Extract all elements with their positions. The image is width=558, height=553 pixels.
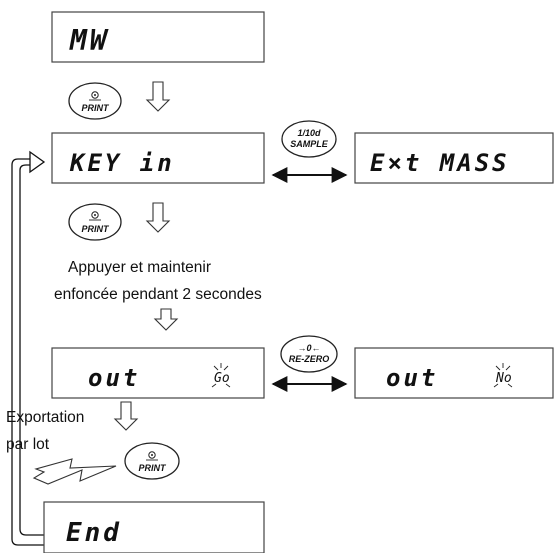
display-out-no: out No: [354, 347, 554, 399]
display-out-go: out Go: [51, 347, 265, 399]
loop-back-arrow: [11, 150, 46, 546]
display-mw-text: MW: [69, 24, 110, 57]
display-out-go-sub: Go: [214, 371, 230, 386]
display-key-in: KEY in: [51, 132, 265, 184]
blink-marks-go: [211, 363, 231, 388]
print-key-1[interactable]: PRINT: [68, 82, 122, 120]
print-key-3[interactable]: PRINT: [124, 442, 180, 480]
display-mw: MW: [51, 11, 265, 63]
print-key-1-label: PRINT: [82, 103, 111, 113]
zigzag-arrow: [32, 458, 117, 485]
display-ext-mass-text: E×t MASS: [370, 149, 510, 177]
sample-key-line1: 1/10d: [297, 128, 321, 138]
display-out-no-sub: No: [495, 371, 512, 386]
rezero-key[interactable]: →0← RE-ZERO: [280, 335, 338, 373]
sample-key-line2: SAMPLE: [290, 139, 329, 149]
display-out-go-main: out: [88, 364, 140, 392]
instruction-line-2: enfoncée pendant 2 secondes: [54, 286, 262, 303]
down-arrow-3: [153, 308, 179, 331]
rezero-key-line1: →0←: [297, 343, 320, 353]
rezero-key-line2: RE-ZERO: [289, 354, 330, 364]
print-key-2[interactable]: PRINT: [68, 203, 122, 241]
print-key-3-label: PRINT: [139, 463, 168, 473]
instruction-line-1: Appuyer et maintenir: [68, 259, 211, 276]
batch-export-line-1: Exportation: [6, 409, 84, 426]
down-arrow-1: [145, 81, 171, 112]
display-ext-mass: E×t MASS: [354, 132, 554, 184]
display-end: End: [43, 501, 265, 553]
down-arrow-4: [113, 401, 139, 431]
display-key-in-text: KEY in: [69, 149, 175, 177]
down-arrow-2: [145, 202, 171, 233]
display-end-text: End: [66, 518, 122, 548]
display-out-no-main: out: [386, 364, 438, 392]
batch-export-line-2: par lot: [6, 436, 50, 453]
print-key-2-label: PRINT: [82, 224, 111, 234]
blink-marks-no: [493, 363, 513, 388]
sample-key[interactable]: 1/10d SAMPLE: [281, 120, 337, 158]
